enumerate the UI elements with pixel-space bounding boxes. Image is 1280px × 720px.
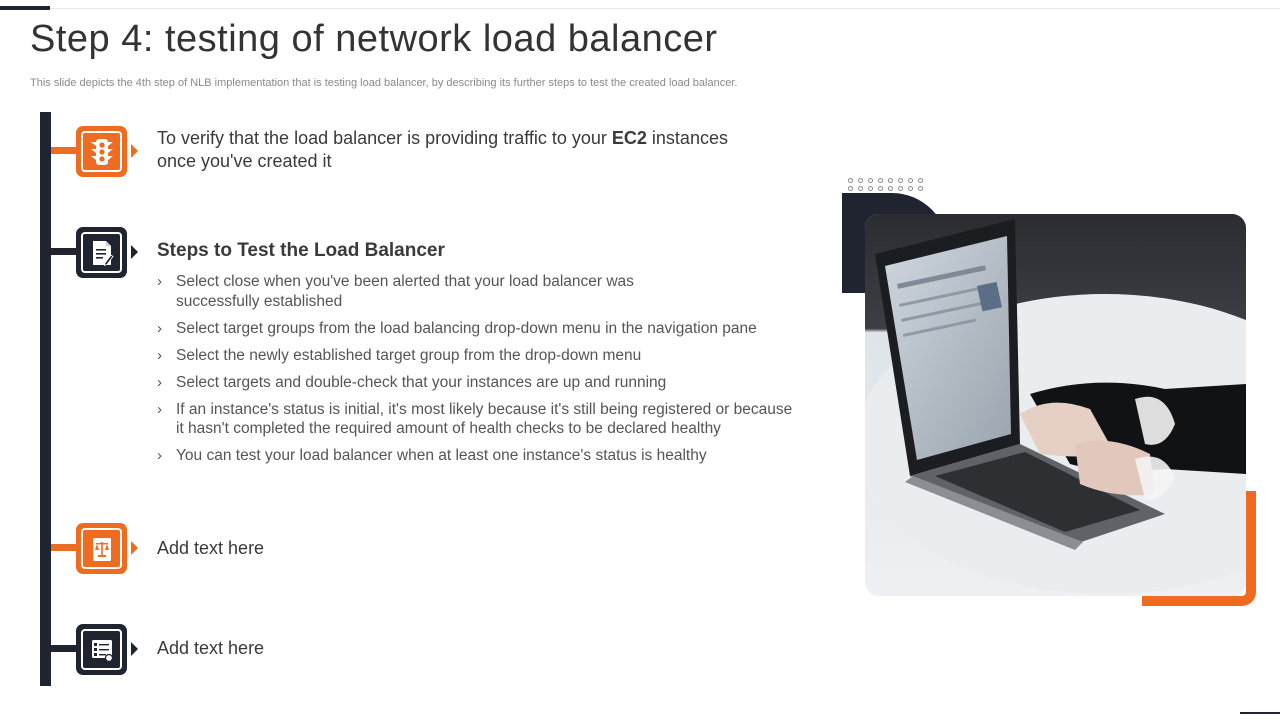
item-1-line2: once you've created it — [157, 151, 332, 171]
item-1-text-bold: EC2 — [611, 128, 647, 148]
list-item: › If an instance's status is initial, it'… — [157, 400, 822, 439]
dot — [858, 178, 863, 183]
item-1-line1: To verify that the load balancer is prov… — [157, 127, 797, 150]
dot-row — [848, 186, 934, 191]
balance-scale-book-icon — [81, 528, 122, 569]
slide-title: Step 4: testing of network load balancer — [30, 18, 718, 60]
steps-list: › Select close when you've been alerted t… — [157, 272, 822, 473]
dot — [898, 178, 903, 183]
decorative-dot-grid — [848, 178, 934, 194]
item-3-text: Add text here — [157, 538, 265, 558]
dot — [908, 186, 913, 191]
slide-subtitle: This slide depicts the 4th step of NLB i… — [30, 77, 738, 89]
step-line: Select close when you've been alerted th… — [176, 273, 634, 290]
connector — [51, 147, 79, 154]
arrow-pointer — [131, 144, 138, 158]
step-line: successfully established — [176, 292, 343, 310]
arrow-pointer — [131, 541, 138, 555]
document-edit-icon — [81, 232, 122, 273]
dot — [878, 186, 883, 191]
timeline-node-1 — [51, 124, 141, 178]
dot — [858, 186, 863, 191]
step-line: You can test your load balancer when at … — [176, 447, 707, 464]
badge — [76, 227, 127, 278]
arrow-pointer — [131, 642, 138, 656]
connector — [51, 645, 79, 652]
timeline-node-4 — [51, 622, 141, 676]
step-line: Select targets and double-check that you… — [176, 373, 667, 391]
chevron-right-icon: › — [157, 373, 162, 391]
checklist-board-icon — [81, 629, 122, 670]
dot — [868, 186, 873, 191]
dot — [848, 186, 853, 191]
list-item: › Select the newly established target gro… — [157, 346, 822, 366]
bottom-accent-mark — [1240, 712, 1280, 714]
connector — [51, 544, 79, 551]
top-accent-bar — [0, 6, 50, 10]
list-item: › You can test your load balancer when at… — [157, 446, 822, 466]
steps-heading: Steps to Test the Load Balancer — [157, 240, 445, 261]
chevron-right-icon: › — [157, 447, 162, 464]
chevron-right-icon: › — [157, 319, 162, 337]
decorative-orange-frame — [1142, 491, 1256, 606]
dot — [888, 186, 893, 191]
timeline-bar — [40, 112, 51, 686]
step-line: If an instance's status is initial, it's… — [176, 400, 793, 418]
list-item: › Select close when you've been alerted t… — [157, 272, 822, 311]
dot — [918, 186, 923, 191]
chevron-right-icon: › — [157, 400, 162, 418]
laptop-typing-photo — [865, 214, 1246, 596]
list-item: › Select target groups from the load bala… — [157, 319, 822, 339]
item-1-text: To verify that the load balancer is prov… — [157, 127, 797, 173]
step-line: it hasn't completed the required amount … — [176, 420, 721, 437]
chevron-right-icon: › — [157, 346, 162, 364]
badge — [76, 523, 127, 574]
item-1-text-before: To verify that the load balancer is prov… — [157, 128, 612, 148]
step-line: Select target groups from the load balan… — [176, 319, 757, 337]
dot — [878, 178, 883, 183]
arrow-pointer — [131, 245, 138, 259]
top-divider — [50, 8, 1280, 9]
dot — [848, 178, 853, 183]
chevron-right-icon: › — [157, 273, 162, 290]
step-line: Select the newly established target grou… — [176, 346, 642, 364]
dot — [898, 186, 903, 191]
dot — [908, 178, 913, 183]
dot — [888, 178, 893, 183]
badge — [76, 624, 127, 675]
timeline-node-2 — [51, 225, 141, 279]
list-item: › Select targets and double-check that yo… — [157, 373, 822, 393]
timeline-node-3 — [51, 521, 141, 575]
item-1-text-after: instances — [646, 128, 728, 148]
badge — [76, 126, 127, 177]
dot — [918, 178, 923, 183]
traffic-light-icon — [81, 131, 122, 172]
dot — [868, 178, 873, 183]
dot-row — [848, 178, 934, 183]
item-4-text: Add text here — [157, 638, 265, 658]
connector — [51, 248, 79, 255]
